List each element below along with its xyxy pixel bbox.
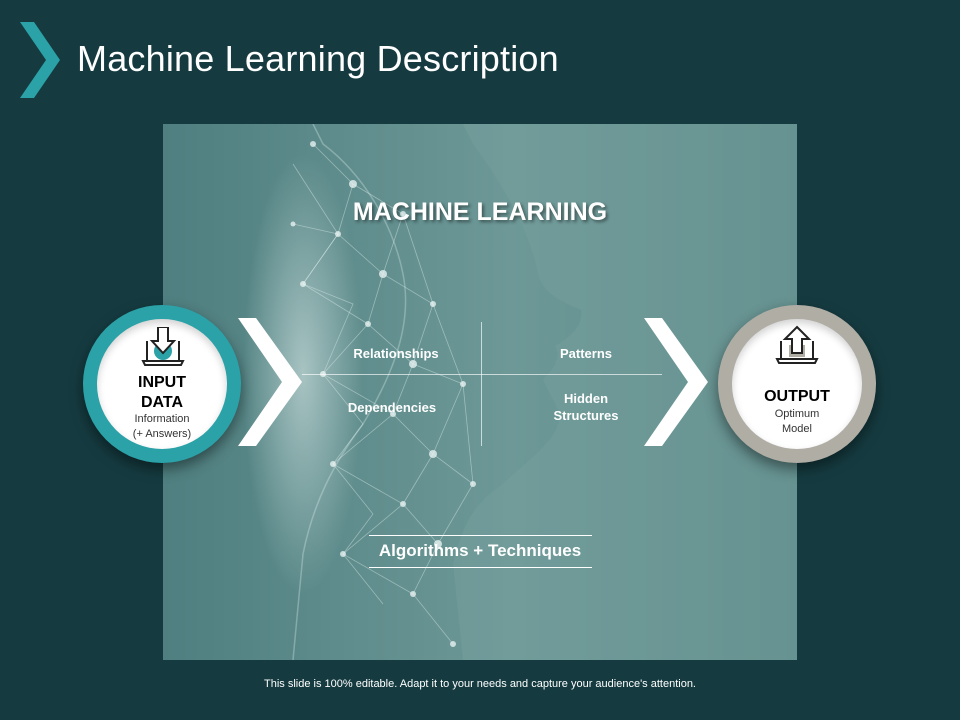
- laptop-download-icon: [141, 327, 185, 366]
- chevron-right-icon: [238, 318, 302, 446]
- laptop-upload-icon: [775, 325, 819, 364]
- output-title: OUTPUT: [764, 388, 830, 405]
- machine-learning-heading: MACHINE LEARNING: [352, 198, 608, 226]
- algorithms-bottom-rule: [369, 567, 592, 568]
- input-data-subtitle: Information(+ Answers): [132, 413, 192, 440]
- quadrant-patterns: Patterns: [559, 346, 613, 361]
- quadrant-divider-vertical: [481, 322, 482, 446]
- quadrant-dependencies: Dependencies: [347, 400, 437, 415]
- quadrant-divider-horizontal: [302, 374, 662, 375]
- quadrant-relationships: Relationships: [353, 346, 439, 361]
- footer-note: This slide is 100% editable. Adapt it to…: [264, 678, 696, 690]
- chevron-right-icon: [644, 318, 708, 446]
- slide-title: Machine Learning Description: [77, 38, 559, 79]
- algorithms-techniques-label: Algorithms + Techniques: [378, 541, 582, 560]
- algorithms-top-rule: [369, 535, 592, 536]
- title-chevron-icon: [20, 22, 60, 98]
